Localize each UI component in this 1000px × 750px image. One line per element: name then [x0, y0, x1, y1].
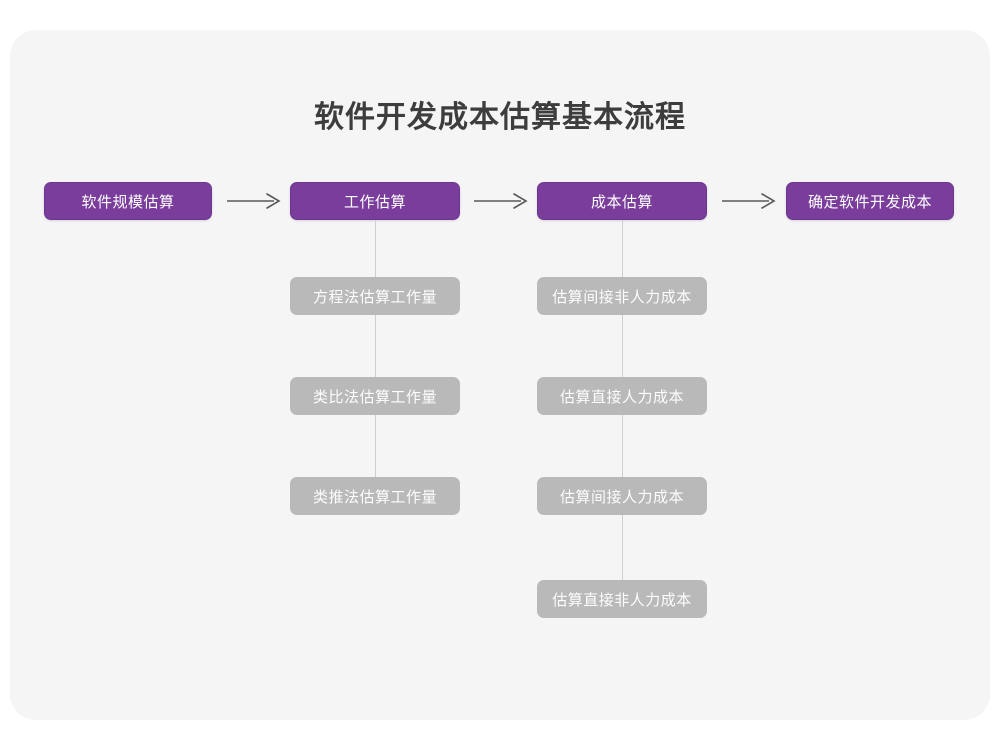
page-title: 软件开发成本估算基本流程 — [314, 101, 686, 134]
arrow-right-icon — [473, 191, 529, 211]
flow-node-inference-method-effort[interactable]: 类推法估算工作量 — [290, 477, 460, 515]
flow-node-indirect-labor-cost[interactable]: 估算间接人力成本 — [537, 477, 707, 515]
connector-line — [375, 315, 376, 377]
connector-line — [622, 315, 623, 377]
arrow-right-icon — [721, 191, 777, 211]
connector-line — [622, 415, 623, 477]
arrow-right-icon — [226, 191, 282, 211]
flow-node-determine-development-cost[interactable]: 确定软件开发成本 — [786, 182, 954, 220]
flow-node-cost-estimation[interactable]: 成本估算 — [537, 182, 707, 220]
flow-node-direct-nonlabor-cost[interactable]: 估算直接非人力成本 — [537, 580, 707, 618]
connector-line — [375, 220, 376, 277]
flow-node-effort-estimation[interactable]: 工作估算 — [290, 182, 460, 220]
connector-line — [622, 220, 623, 277]
flow-node-indirect-nonlabor-cost[interactable]: 估算间接非人力成本 — [537, 277, 707, 315]
flow-node-equation-method-effort[interactable]: 方程法估算工作量 — [290, 277, 460, 315]
flow-node-direct-labor-cost[interactable]: 估算直接人力成本 — [537, 377, 707, 415]
connector-line — [375, 415, 376, 477]
flow-node-software-scale-estimation[interactable]: 软件规模估算 — [44, 182, 212, 220]
diagram-card — [10, 30, 990, 720]
flow-node-analogy-method-effort[interactable]: 类比法估算工作量 — [290, 377, 460, 415]
connector-line — [622, 515, 623, 580]
